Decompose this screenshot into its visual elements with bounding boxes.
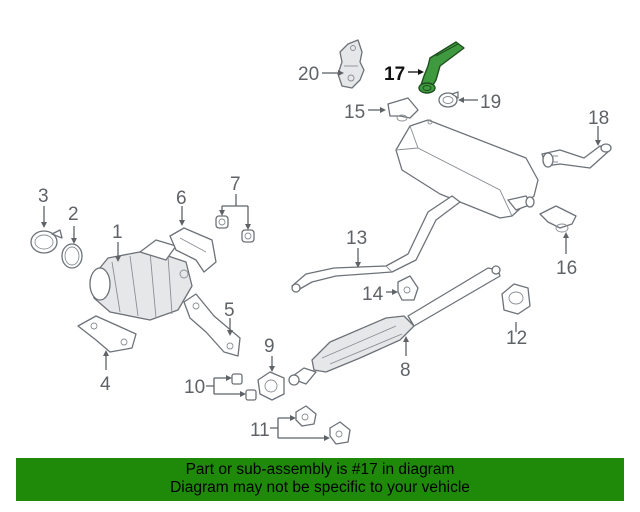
part-1-catalytic-converter[interactable] [89,239,193,321]
callout-15[interactable]: 15 [344,102,365,123]
leader-arrow-10a [226,375,232,381]
part-7-bolts[interactable] [215,215,255,243]
callout-9[interactable]: 9 [264,336,275,357]
leader-arrow-5 [227,330,233,336]
leader-arrow-11b [324,435,330,441]
leader-arrow-7b [245,224,251,230]
part-9-gasket[interactable] [257,371,285,401]
leader-arrow-2 [71,238,77,244]
part-16-hanger-bracket[interactable] [539,205,577,233]
info-banner: Part or sub-assembly is #17 in diagram D… [16,458,624,501]
callout-2[interactable]: 2 [68,204,79,225]
callout-3[interactable]: 3 [38,186,49,207]
part-3-clamp[interactable] [30,229,63,254]
part-5-support-bracket[interactable] [183,293,241,357]
part-6-heat-shield[interactable] [169,227,217,273]
callout-1[interactable]: 1 [112,222,123,243]
callout-13[interactable]: 13 [346,228,367,249]
leader-arrow-16 [563,232,569,238]
part-10-nuts[interactable] [231,373,257,401]
callout-11[interactable]: 11 [250,420,270,441]
callout-6[interactable]: 6 [176,188,187,209]
leader-7 [221,194,249,226]
part-17-exhaust-pipe[interactable] [418,41,465,94]
callout-20[interactable]: 20 [298,64,319,85]
part-8-center-pipe[interactable] [288,265,501,386]
part-11-hangers[interactable] [295,405,351,445]
callout-19[interactable]: 19 [480,92,501,113]
callout-4[interactable]: 4 [100,374,111,395]
part-12-clamp[interactable] [501,283,531,315]
leader-arrow-17 [418,69,424,75]
callout-17[interactable]: 17 [384,64,405,85]
leader-arrow-14 [392,289,398,295]
leader-arrow-3 [41,222,47,228]
leader-arrow-19 [458,97,464,103]
part-4-bracket[interactable] [77,315,137,353]
exhaust-parts-diagram: 20 17 19 15 18 [30,39,612,445]
callout-18[interactable]: 18 [588,108,609,129]
part-13-intermediate-pipe[interactable] [291,195,461,293]
leader-arrow-20 [338,70,344,76]
callout-12[interactable]: 12 [506,328,527,349]
leader-11 [270,417,324,439]
leader-arrow-7a [219,210,225,216]
callout-7[interactable]: 7 [230,174,241,195]
leader-arrow-1 [115,256,121,262]
leader-arrow-15 [380,107,386,113]
callout-8[interactable]: 8 [400,360,411,381]
rear-muffler [395,119,539,219]
leader-arrow-4 [103,350,109,356]
leader-10 [206,377,240,395]
part-20-heat-shield[interactable] [337,39,365,89]
leader-arrow-8 [403,336,409,342]
callout-5[interactable]: 5 [224,300,235,321]
banner-line-2: Diagram may not be specific to your vehi… [170,479,470,496]
part-14-rubber-hanger[interactable] [397,275,419,301]
part-19-clamp[interactable] [438,91,459,108]
callout-16[interactable]: 16 [556,258,577,279]
part-2-gasket-ring[interactable] [61,243,83,269]
banner-line-1: Part or sub-assembly is #17 in diagram [185,461,455,478]
leader-arrow-18 [595,140,601,146]
callout-14[interactable]: 14 [362,284,384,305]
leader-arrow-10b [240,391,246,397]
callout-10[interactable]: 10 [184,377,205,398]
leader-arrow-11a [290,415,296,421]
leader-arrow-9 [269,366,275,372]
part-18-tailpipe[interactable] [541,143,612,169]
part-15-hanger[interactable] [387,97,419,122]
leader-arrow-6 [179,220,185,226]
leader-arrow-13 [355,262,361,268]
